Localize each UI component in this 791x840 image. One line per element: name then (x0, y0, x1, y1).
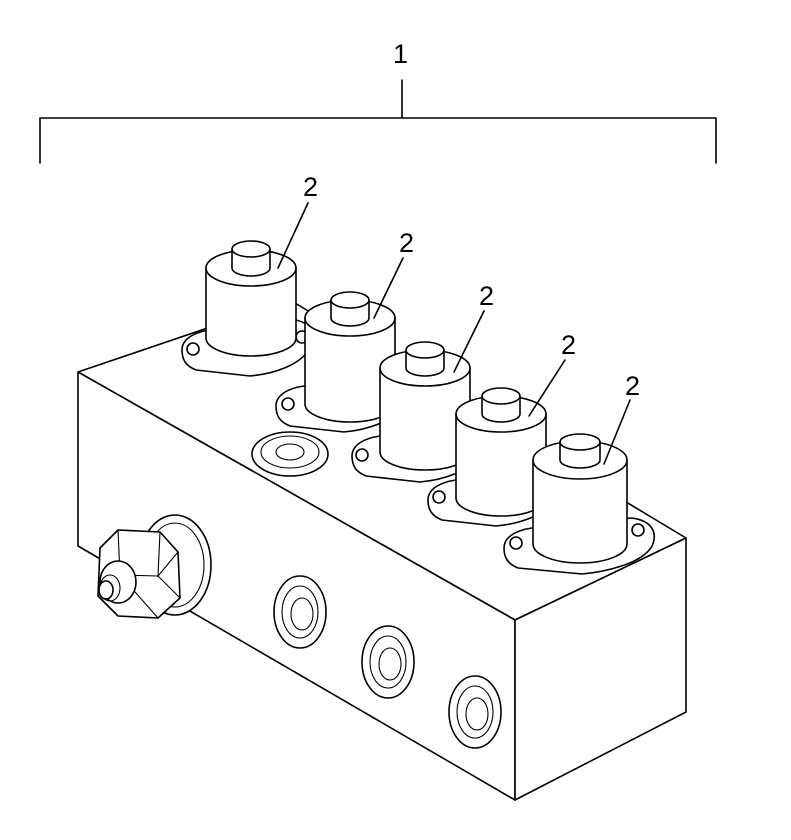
solenoid-callout-label: 2 (303, 172, 318, 202)
solenoid-callout-4: 2 (528, 330, 576, 417)
hex-fitting (97, 514, 212, 619)
solenoid-callout-5: 2 (603, 371, 640, 465)
assembly-bracket (39, 79, 717, 164)
port-1 (273, 575, 327, 649)
solenoid-4 (427, 387, 560, 527)
assembly-callout-label: 1 (393, 39, 408, 69)
block-end-face (514, 537, 687, 801)
port-3 (448, 675, 502, 749)
solenoid-callout-label: 2 (479, 281, 494, 311)
solenoid-2 (275, 291, 408, 433)
port-2 (361, 625, 415, 699)
solenoid-callout-label: 2 (561, 330, 576, 360)
solenoid-callout-3: 2 (453, 281, 494, 373)
solenoid-callout-label: 2 (625, 371, 640, 401)
solenoid-callout-2: 2 (373, 228, 414, 319)
solenoid-1 (181, 240, 314, 377)
top-plug (251, 431, 329, 477)
assembly-callout: 1 (39, 39, 717, 164)
solenoid-5 (503, 433, 655, 575)
solenoid-callout-1: 2 (277, 172, 318, 269)
front-ports (273, 575, 502, 749)
solenoid-callout-label: 2 (399, 228, 414, 258)
solenoid-callouts: 2 2 2 2 2 (277, 172, 640, 465)
